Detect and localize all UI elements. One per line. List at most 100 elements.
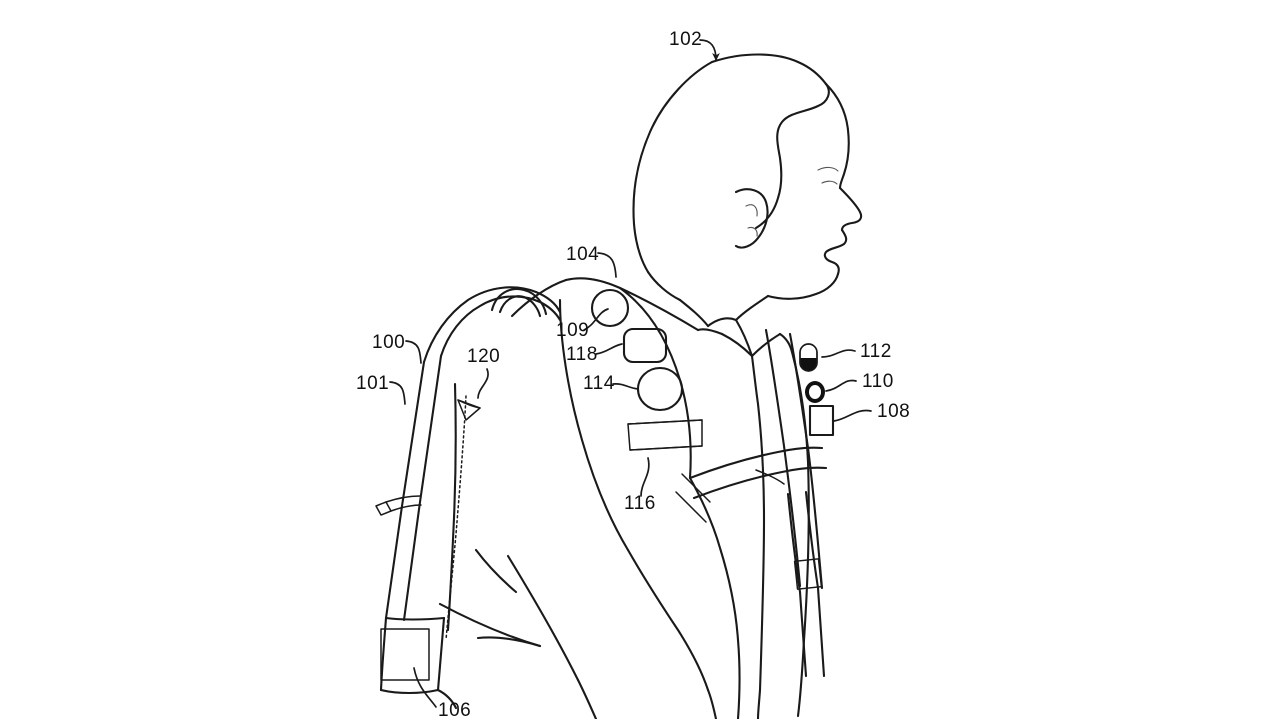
stippled-pad-118[interactable] <box>622 327 668 364</box>
hanging-strap-tail-right <box>816 586 826 678</box>
leader-line-102 <box>699 39 720 61</box>
ref-numeral-102: 102 <box>669 29 702 50</box>
ref-numeral-109: 109 <box>556 320 589 341</box>
backpack-strap-top-outer <box>422 286 562 364</box>
eyebrow-line <box>817 166 839 172</box>
mesh-disc-114[interactable] <box>636 366 684 412</box>
pack-bottom-left-edge <box>379 616 388 692</box>
leader-lines-layer <box>389 39 872 708</box>
pack-bottom-top-edge <box>384 616 446 621</box>
leader-line-109 <box>583 308 609 331</box>
nape-line <box>646 270 682 302</box>
ear-outer <box>734 188 769 249</box>
hanging-strap-right <box>804 490 820 590</box>
strap-fold-120 <box>457 399 481 421</box>
forearm-back-contour <box>626 548 710 692</box>
ref-numeral-118: 118 <box>566 344 598 365</box>
leader-line-110 <box>825 379 857 392</box>
back-fold-line <box>474 548 518 594</box>
head-group <box>632 53 863 322</box>
ref-numeral-112: 112 <box>860 341 892 362</box>
collar-front-edge <box>734 318 754 358</box>
back-side-seam <box>506 554 580 682</box>
back-side-seam-lower <box>576 678 598 719</box>
backpack-body-right-edge <box>446 382 457 632</box>
ref-numeral-104: 104 <box>566 244 599 265</box>
leader-line-116 <box>640 457 650 497</box>
elbow-crease-b <box>675 491 707 523</box>
collar-right-edge <box>778 332 794 354</box>
hatched-panel-106 <box>380 628 430 681</box>
ear-inner-lower <box>747 226 758 237</box>
head-back-outline <box>632 60 714 274</box>
chin-jaw-profile <box>766 272 840 300</box>
forearm-lower-back <box>706 688 718 719</box>
ref-numeral-114: 114 <box>583 373 615 394</box>
strap-fold-120-edge <box>457 399 481 409</box>
leader-line-114 <box>612 383 639 390</box>
leader-line-112 <box>821 349 856 358</box>
leader-line-120 <box>477 368 489 399</box>
circular-module-109[interactable] <box>590 288 630 328</box>
leader-line-106 <box>413 667 437 708</box>
front-strap-right-edge <box>788 332 824 590</box>
jaw-to-neck <box>734 294 770 322</box>
collar-back-left <box>678 298 710 328</box>
hanging-strap-tail-left <box>798 590 808 678</box>
ref-numeral-108: 108 <box>877 401 910 422</box>
chest-strap-lower-edge <box>692 466 828 500</box>
capsule-indicator-112[interactable] <box>799 343 818 372</box>
backpack-outer-left-edge <box>384 360 426 620</box>
torso-center-front-line <box>756 402 766 719</box>
ref-numeral-106: 106 <box>438 700 471 719</box>
leader-line-100 <box>405 340 422 364</box>
hanging-strap-left <box>786 492 802 594</box>
collar-group <box>678 298 794 406</box>
head-crown-outline <box>710 53 828 86</box>
backpack-outer-left-inner <box>402 354 443 622</box>
leader-line-104 <box>597 252 617 278</box>
ear-inner-upper <box>745 204 758 217</box>
eye-line <box>821 180 838 185</box>
ref-numeral-116: 116 <box>624 493 656 514</box>
lips-profile <box>823 228 848 276</box>
forearm-lower-front <box>736 638 741 719</box>
strap-buckle-webbing-bottom <box>390 504 422 512</box>
chest-strap-group <box>688 328 828 678</box>
grid-band-bottom-edge <box>629 445 703 451</box>
elbow-crease-a <box>681 473 711 503</box>
leader-line-101 <box>389 381 406 405</box>
backpack-top-handle-outer <box>490 288 548 316</box>
pack-bottom-lower-edge <box>379 688 440 695</box>
ref-numeral-110: 110 <box>862 371 894 392</box>
torso-group <box>438 277 810 719</box>
strap-cross-fold <box>755 469 785 485</box>
capsule-dark-half <box>800 358 817 371</box>
strap-buckle-webbing-top <box>385 495 421 503</box>
ref-numeral-101: 101 <box>356 373 389 394</box>
collar-top-fold <box>706 317 738 328</box>
leader-line-118 <box>595 343 623 355</box>
collar-point-right <box>750 332 782 358</box>
arm-back-contour <box>558 298 630 552</box>
ribbed-connector-108[interactable] <box>808 404 835 437</box>
collar-under-fold <box>696 328 724 336</box>
forearm-front-contour <box>688 476 740 642</box>
pack-bottom-right-edge <box>436 616 446 692</box>
front-module-group <box>799 343 835 437</box>
leader-line-108 <box>833 409 872 422</box>
strap-slider-clip <box>793 558 823 590</box>
collar-point-left <box>720 332 754 358</box>
hair-front-swoop <box>754 82 830 230</box>
upper-back-contour <box>510 278 568 318</box>
waist-fold <box>476 636 542 648</box>
grid-band-top-edge <box>627 419 703 425</box>
shirt-placket <box>750 354 760 406</box>
capsule-outline <box>799 343 818 372</box>
ring-button-110-inner <box>809 385 821 399</box>
pack-bottom-join <box>436 688 458 710</box>
lower-back-line <box>438 602 542 648</box>
